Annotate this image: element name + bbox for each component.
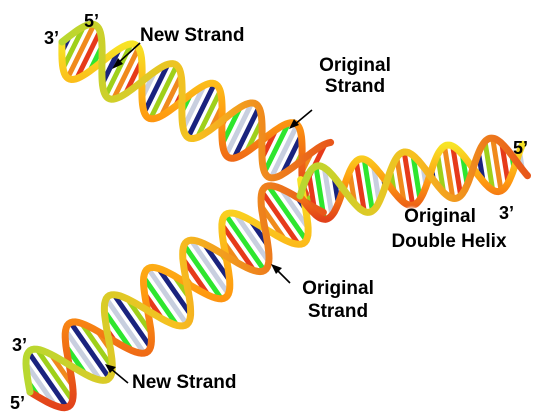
- label-original-strand-top-line2: Strand: [300, 76, 410, 97]
- label-original-strand-bottom-line2: Strand: [282, 301, 394, 322]
- label-original-double-helix: Original Double Helix: [378, 206, 520, 252]
- end-label-5-prime-top-left: 5’: [84, 11, 99, 32]
- label-original-strand-top-line1: Original: [300, 55, 410, 76]
- label-original-strand-bottom: Original Strand: [282, 278, 394, 322]
- end-label-5-prime-bottom-left: 5’: [10, 393, 25, 414]
- label-original-double-helix-line1: Original: [360, 206, 520, 227]
- end-label-3-prime-top-left: 3’: [44, 28, 59, 49]
- label-original-strand-bottom-line1: Original: [282, 278, 394, 299]
- label-original-double-helix-line2: Double Helix: [378, 231, 520, 252]
- label-new-strand-bottom: New Strand: [132, 372, 237, 393]
- label-new-strand-top: New Strand: [140, 25, 245, 46]
- end-label-3-prime-bottom-left: 3’: [12, 335, 27, 356]
- label-original-strand-top: Original Strand: [300, 55, 410, 97]
- end-label-5-prime-right: 5’: [513, 138, 528, 159]
